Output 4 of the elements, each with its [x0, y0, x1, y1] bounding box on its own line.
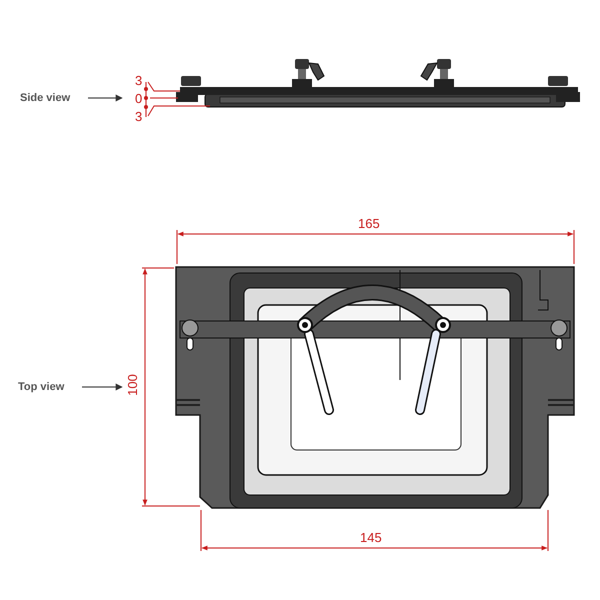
view-label: Top view: [18, 380, 66, 395]
view-label: Side view: [20, 91, 72, 106]
arrow: [88, 94, 123, 102]
arrow: [82, 384, 123, 390]
